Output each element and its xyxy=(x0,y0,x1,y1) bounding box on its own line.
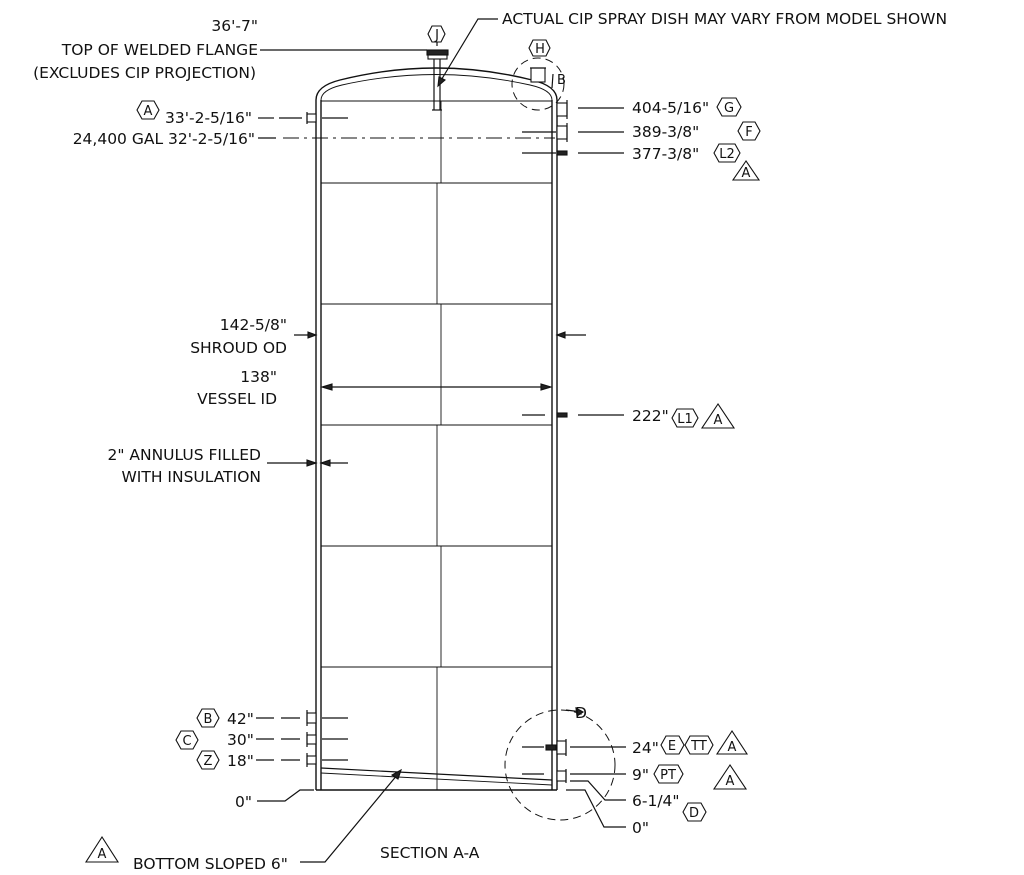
left-zero-elev: 0" xyxy=(235,793,252,811)
shroud-panel-grid xyxy=(321,101,552,790)
tag-h-hex: H xyxy=(528,39,551,57)
tag-d-hex: D xyxy=(682,802,707,822)
tag-b-hex: B xyxy=(196,708,220,728)
section-title: SECTION A-A xyxy=(380,844,480,862)
vent-nozzle-h xyxy=(511,57,565,111)
nozzle-z-elev: 18" xyxy=(227,752,254,770)
svg-text:H: H xyxy=(535,42,545,57)
rev-a-triangle-l1: A xyxy=(700,403,736,429)
svg-text:A: A xyxy=(726,774,735,789)
tag-l1-hex: L1 xyxy=(671,408,699,428)
vessel-id-label: VESSEL ID xyxy=(197,390,277,408)
svg-text:F: F xyxy=(745,125,752,140)
tag-c-hex: C xyxy=(175,730,199,750)
nozzle-c-elev: 30" xyxy=(227,731,254,749)
shroud-od-label: SHROUD OD xyxy=(190,339,287,357)
leader-lines xyxy=(256,18,626,863)
shroud-od-dim: 142-5/8" xyxy=(220,316,287,334)
detail-b-label: B xyxy=(557,73,566,88)
right-nozzles xyxy=(545,100,568,783)
nozzle-pt-elev: 9" xyxy=(632,766,649,784)
nozzle-d-elev: 6-1/4" xyxy=(632,792,680,810)
nozzle-f-elev: 389-3/8" xyxy=(632,123,699,141)
svg-text:B: B xyxy=(204,712,213,727)
svg-text:A: A xyxy=(98,847,107,862)
left-top-level: 33'-2-5/16" xyxy=(165,109,252,127)
tag-j-hex: J xyxy=(427,25,446,43)
svg-text:A: A xyxy=(728,740,737,755)
tag-e-hex: E xyxy=(660,735,685,755)
top-flange-label: TOP OF WELDED FLANGE xyxy=(61,41,258,59)
svg-text:Z: Z xyxy=(204,754,213,769)
top-height-dim: 36'-7" xyxy=(211,17,258,35)
detail-d-label: D xyxy=(575,704,587,722)
svg-text:L1: L1 xyxy=(677,412,693,427)
svg-text:TT: TT xyxy=(690,739,707,754)
svg-text:E: E xyxy=(668,739,676,754)
svg-text:A: A xyxy=(742,166,751,181)
svg-text:G: G xyxy=(724,101,734,116)
rev-a-hex-left-top: A xyxy=(136,100,160,120)
nozzle-b-elev: 42" xyxy=(227,710,254,728)
svg-text:A: A xyxy=(144,104,153,119)
cip-note: ACTUAL CIP SPRAY DISH MAY VARY FROM MODE… xyxy=(502,10,947,28)
tag-g-hex: G xyxy=(716,97,742,117)
right-zero-elev: 0" xyxy=(632,819,649,837)
annulus-label-2: WITH INSULATION xyxy=(121,468,261,486)
vessel-id-dim: 138" xyxy=(240,368,277,386)
svg-text:A: A xyxy=(714,413,723,428)
tag-pt-hex: PT xyxy=(653,764,684,784)
tank-shell xyxy=(315,67,558,791)
tag-z-hex: Z xyxy=(196,750,220,770)
rev-a-triangle-e: A xyxy=(715,729,749,755)
tag-f-hex: F xyxy=(737,121,761,141)
svg-text:J: J xyxy=(434,28,439,43)
capacity-level: 24,400 GAL 32'-2-5/16" xyxy=(73,130,255,148)
svg-text:L2: L2 xyxy=(719,147,735,162)
annulus-label-1: 2" ANNULUS FILLED xyxy=(107,446,261,464)
detail-b-leader xyxy=(551,73,554,89)
rev-a-triangle-bottom: A xyxy=(84,835,120,863)
rev-a-triangle-pt: A xyxy=(712,764,748,790)
nozzle-e-elev: 24" xyxy=(632,739,659,757)
svg-text:PT: PT xyxy=(660,768,676,783)
nozzle-l2-elev: 377-3/8" xyxy=(632,145,699,163)
nozzle-g-elev: 404-5/16" xyxy=(632,99,709,117)
detail-circle-d xyxy=(504,706,616,821)
svg-text:D: D xyxy=(689,806,699,821)
svg-text:C: C xyxy=(182,734,191,749)
tag-l2-hex: L2 xyxy=(713,143,741,163)
left-nozzles xyxy=(306,112,317,767)
bottom-slope-note: BOTTOM SLOPED 6" xyxy=(133,855,288,873)
nozzle-l1-elev: 222" xyxy=(632,407,669,425)
tag-tt-hex: TT xyxy=(684,735,714,755)
rev-a-triangle-l2: A xyxy=(731,160,761,181)
top-flange-note: (EXCLUDES CIP PROJECTION) xyxy=(33,64,256,82)
